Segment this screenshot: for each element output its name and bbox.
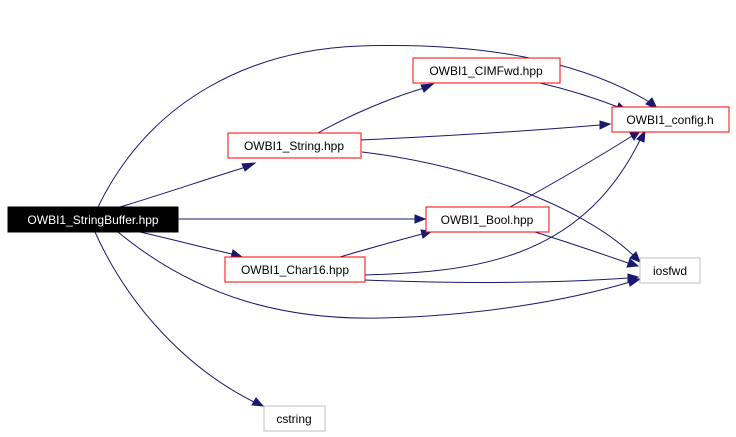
edge-root-to-string [119,166,247,208]
arrowhead-string-to-iosfwd [629,251,641,263]
edge-root-to-cstring [94,231,255,403]
node-char16-label: OWBI1_Char16.hpp [241,263,349,277]
node-config[interactable]: OWBI1_config.h [611,106,730,133]
node-cimfwd[interactable]: OWBI1_CIMFwd.hpp [412,57,561,84]
node-string-label: OWBI1_String.hpp [244,139,344,153]
edge-string-to-config [359,124,601,141]
edge-bool-to-iosfwd [534,231,629,264]
node-string[interactable]: OWBI1_String.hpp [227,132,362,159]
node-root-label: OWBI1_StringBuffer.hpp [27,213,159,227]
node-root-box [7,206,179,233]
node-bool-box [425,206,550,233]
node-char16-box [224,256,366,283]
node-cimfwd-label: OWBI1_CIMFwd.hpp [429,64,543,78]
node-bool[interactable]: OWBI1_Bool.hpp [425,206,550,233]
arrowhead-string-to-cimfwd [420,83,435,93]
arrowhead-root-to-bool [414,214,427,224]
nodes: OWBI1_StringBuffer.hpp OWBI1_CIMFwd.hpp … [7,57,730,432]
edge-root-to-char16 [139,231,233,255]
edge-char16-to-config [364,139,641,276]
edge-char16-to-bool [339,233,423,258]
node-root[interactable]: OWBI1_StringBuffer.hpp [7,206,179,233]
arrowhead-root-to-cstring [251,397,265,407]
node-string-box [227,132,362,159]
arrowhead-char16-to-iosfwd [627,273,640,283]
edge-root-to-iosfwd [117,231,631,319]
node-char16[interactable]: OWBI1_Char16.hpp [224,256,366,283]
arrowhead-root-to-string [241,162,257,172]
edge-bool-to-config [509,135,633,208]
node-config-box [611,106,730,133]
node-cstring[interactable]: cstring [263,405,326,432]
arrowhead-bool-to-iosfwd [626,258,640,268]
edge-cimfwd-to-config [539,82,619,108]
node-cstring-box [263,405,326,432]
edge-char16-to-iosfwd [364,277,629,283]
node-iosfwd-label: iosfwd [653,264,687,278]
node-config-label: OWBI1_config.h [626,113,713,127]
node-bool-label: OWBI1_Bool.hpp [441,213,534,227]
arrowhead-string-to-config [599,120,612,130]
node-cimfwd-box [412,57,561,84]
edge-string-to-iosfwd [361,151,634,256]
node-iosfwd[interactable]: iosfwd [639,257,701,284]
arrowhead-char16-to-config [636,129,646,143]
node-iosfwd-box [639,257,701,284]
edge-string-to-cimfwd [317,87,425,134]
edge-root-to-config [97,44,652,208]
edges [94,44,659,407]
node-cstring-label: cstring [276,412,311,426]
